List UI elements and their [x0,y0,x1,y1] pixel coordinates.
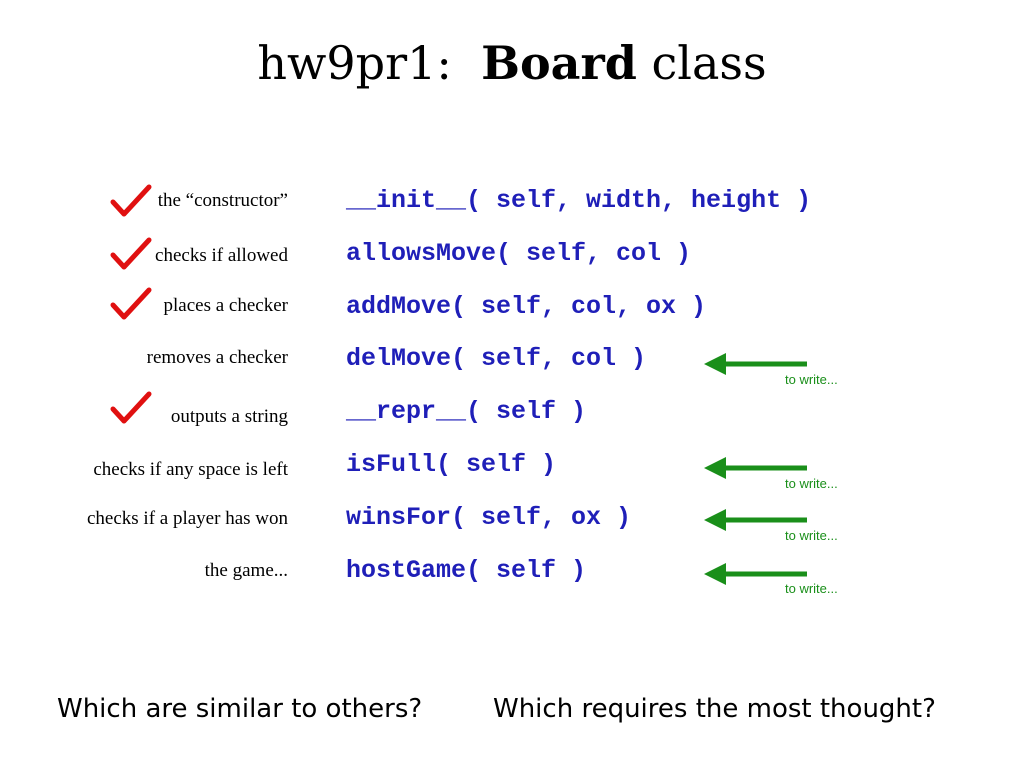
method-signature: delMove( self, col ) [346,344,647,373]
method-signature: addMove( self, col, ox ) [346,292,707,321]
to-write-note: to write... [785,581,838,596]
method-signature: winsFor( self, ox ) [346,503,632,532]
to-write-note: to write... [785,372,838,387]
left-arrow-icon [704,457,807,479]
method-signature: isFull( self ) [346,450,557,479]
method-signature: __init__( self, width, height ) [346,186,812,215]
question-most-thought: Which requires the most thought? [493,694,936,724]
title-prefix: hw9pr1: [257,36,452,90]
left-arrow-icon [704,563,807,585]
title-suffix: class [651,36,767,90]
left-arrow-icon [704,509,807,531]
method-description: checks if allowed [155,245,288,266]
method-description: checks if any space is left [93,459,288,480]
method-signature: hostGame( self ) [346,556,587,585]
method-description: the game... [204,560,288,581]
method-description: removes a checker [146,347,288,368]
checkmark-icon [110,184,152,217]
slide-title: hw9pr1: Board class [0,36,1024,90]
method-signature: __repr__( self ) [346,397,587,426]
method-description: the “constructor” [157,190,288,211]
method-description: checks if a player has won [86,508,288,529]
to-write-note: to write... [785,528,838,543]
checkmark-icon [110,287,152,320]
to-write-note: to write... [785,476,838,491]
method-description: places a checker [163,295,288,316]
question-similar: Which are similar to others? [57,694,423,724]
checkmark-icon [110,391,152,424]
checkmark-icon [110,237,152,270]
left-arrow-icon [704,353,807,375]
method-signature: allowsMove( self, col ) [346,239,692,268]
title-bold: Board [481,36,637,90]
method-description: outputs a string [170,406,288,427]
